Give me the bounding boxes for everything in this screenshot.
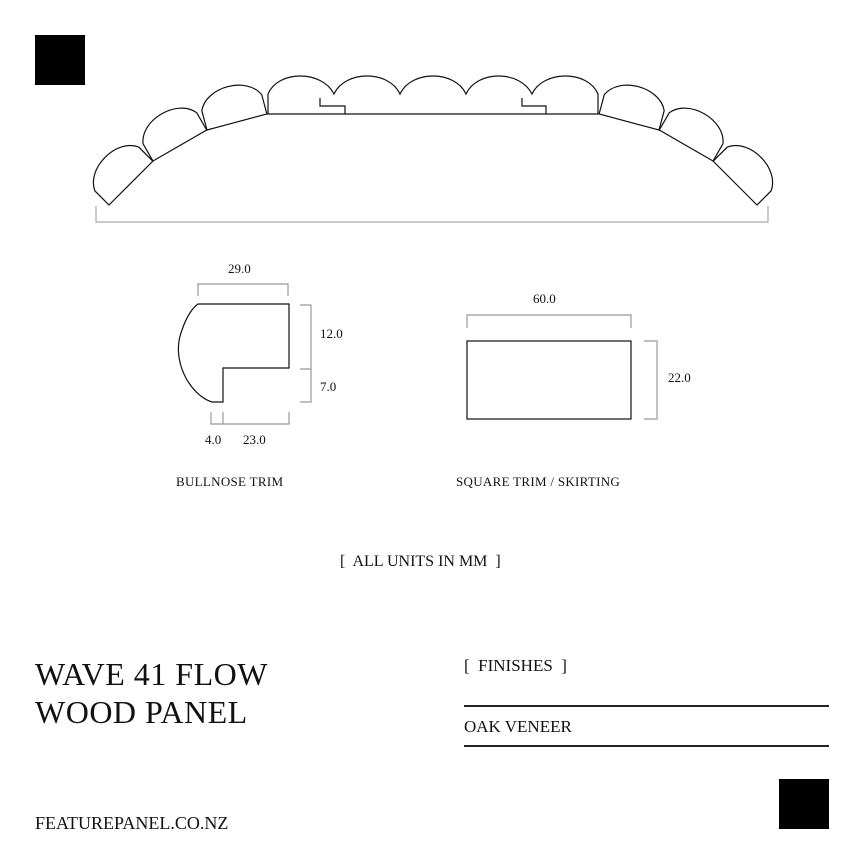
bullnose-trim-caption: BULLNOSE TRIM xyxy=(176,474,284,489)
bullnose-height-top-label: 12.0 xyxy=(320,326,343,341)
bullnose-height-bottom-label: 7.0 xyxy=(320,379,337,394)
product-title-line-1: WAVE 41 FLOW xyxy=(35,656,268,692)
units-note: [ ALL UNITS IN MM ] xyxy=(340,553,501,570)
website-link[interactable]: FEATUREPANEL.CO.NZ xyxy=(35,813,229,833)
finishes-divider-bottom xyxy=(464,745,829,747)
bullnose-width-label: 29.0 xyxy=(228,261,251,276)
product-title: WAVE 41 FLOW WOOD PANEL xyxy=(35,655,268,731)
bullnose-base-label: 23.0 xyxy=(243,432,266,447)
bullnose-lip-label: 4.0 xyxy=(205,432,222,447)
logo-block-bottom-right xyxy=(779,779,829,829)
finishes-heading: [ FINISHES ] xyxy=(464,656,567,675)
square-height-label: 22.0 xyxy=(668,370,691,385)
product-title-line-2: WOOD PANEL xyxy=(35,694,248,730)
finish-item: OAK VENEER xyxy=(464,717,572,736)
wave-panel-profile xyxy=(82,75,784,223)
square-trim-caption: SQUARE TRIM / SKIRTING xyxy=(456,474,621,489)
square-trim-drawing xyxy=(466,314,658,420)
overall-width-dimension-line xyxy=(95,206,769,223)
finishes-divider-top xyxy=(464,705,829,707)
square-width-label: 60.0 xyxy=(533,291,556,306)
logo-block-top-left xyxy=(35,35,85,85)
bullnose-trim-drawing xyxy=(177,283,312,425)
